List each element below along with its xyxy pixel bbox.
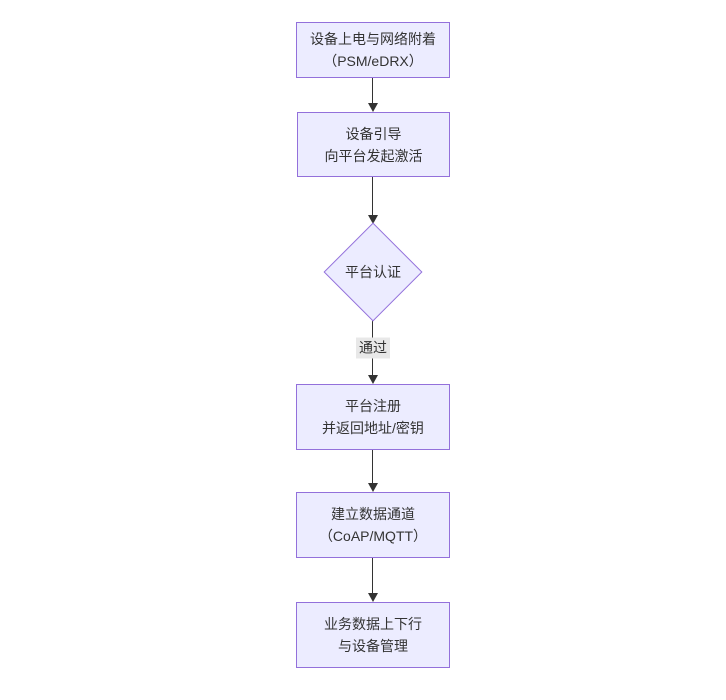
node-text-line: 与设备管理 xyxy=(338,638,408,654)
arrowhead-icon xyxy=(368,103,378,112)
node-text-line: 设备上电与网络附着 xyxy=(310,31,436,47)
node-text-line: 建立数据通道 xyxy=(331,506,415,522)
node-text-line: 平台注册 xyxy=(345,398,401,414)
node-text-line: 业务数据上下行 xyxy=(324,616,422,632)
arrowhead-icon xyxy=(368,375,378,384)
node-business-data: 业务数据上下行 与设备管理 xyxy=(296,602,450,668)
arrowhead-icon xyxy=(368,483,378,492)
edge-channel-to-business xyxy=(372,558,373,594)
node-data-channel: 建立数据通道 （CoAP/MQTT） xyxy=(296,492,450,558)
node-text-line: 向平台发起激活 xyxy=(324,147,423,164)
node-text-line: 设备引导 xyxy=(345,125,402,142)
node-power-attach: 设备上电与网络附着 （PSM/eDRX） xyxy=(296,22,450,78)
node-text-line: （PSM/eDRX） xyxy=(323,53,423,69)
edge-label-pass: 通过 xyxy=(356,337,390,359)
node-platform-auth: 平台认证 xyxy=(323,222,423,322)
node-platform-register: 平台注册 并返回地址/密钥 xyxy=(296,384,450,450)
node-bootstrap-activate: 设备引导 向平台发起激活 xyxy=(297,112,450,177)
edge-power-to-bootstrap xyxy=(372,78,373,104)
node-text-line: 并返回地址/密钥 xyxy=(322,420,424,436)
arrowhead-icon xyxy=(368,593,378,602)
node-text-line: （CoAP/MQTT） xyxy=(318,528,428,544)
node-text-line: 平台认证 xyxy=(345,264,401,280)
edge-bootstrap-to-auth xyxy=(372,177,373,216)
arrowhead-icon xyxy=(368,215,378,224)
edge-register-to-channel xyxy=(372,450,373,484)
